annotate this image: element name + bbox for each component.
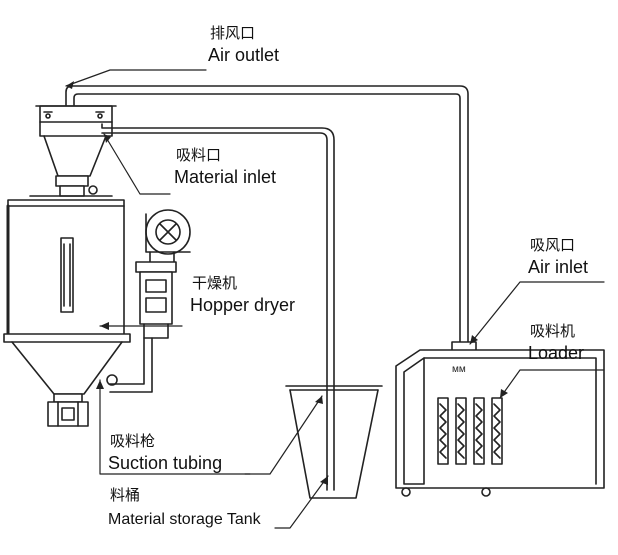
hopper-dryer-label-cn: 干燥机 (192, 275, 238, 292)
material-inlet-label-en: Material inlet (174, 167, 277, 187)
storage-tank (285, 385, 383, 499)
air-inlet-label-cn: 吸风口 (530, 237, 576, 254)
loader-label-cn: 吸料机 (530, 323, 576, 340)
hopper-dryer (3, 105, 191, 427)
air-outlet-pipe (65, 85, 469, 349)
suction-tubing-label-cn: 吸料枪 (110, 433, 156, 450)
air-inlet-label-en: Air inlet (528, 257, 589, 277)
loader (395, 341, 605, 497)
hopper-dryer-label-en: Hopper dryer (190, 295, 296, 315)
leader-lines (65, 69, 605, 529)
air-outlet-label-cn: 排风口 (210, 25, 256, 42)
loader-logo: ᴍᴍ (452, 364, 466, 375)
leader-arrowheads (66, 81, 508, 485)
loader-label-en: Loader (528, 343, 585, 363)
air-outlet-label-en: Air outlet (208, 45, 280, 65)
material-inlet-pipe (101, 123, 335, 491)
suction-tubing-label-en: Suction tubing (108, 453, 223, 473)
storage-tank-label-cn: 料桶 (110, 487, 141, 504)
storage-tank-label-en: Material storage Tank (108, 511, 261, 528)
material-inlet-label-cn: 吸料口 (176, 147, 222, 164)
